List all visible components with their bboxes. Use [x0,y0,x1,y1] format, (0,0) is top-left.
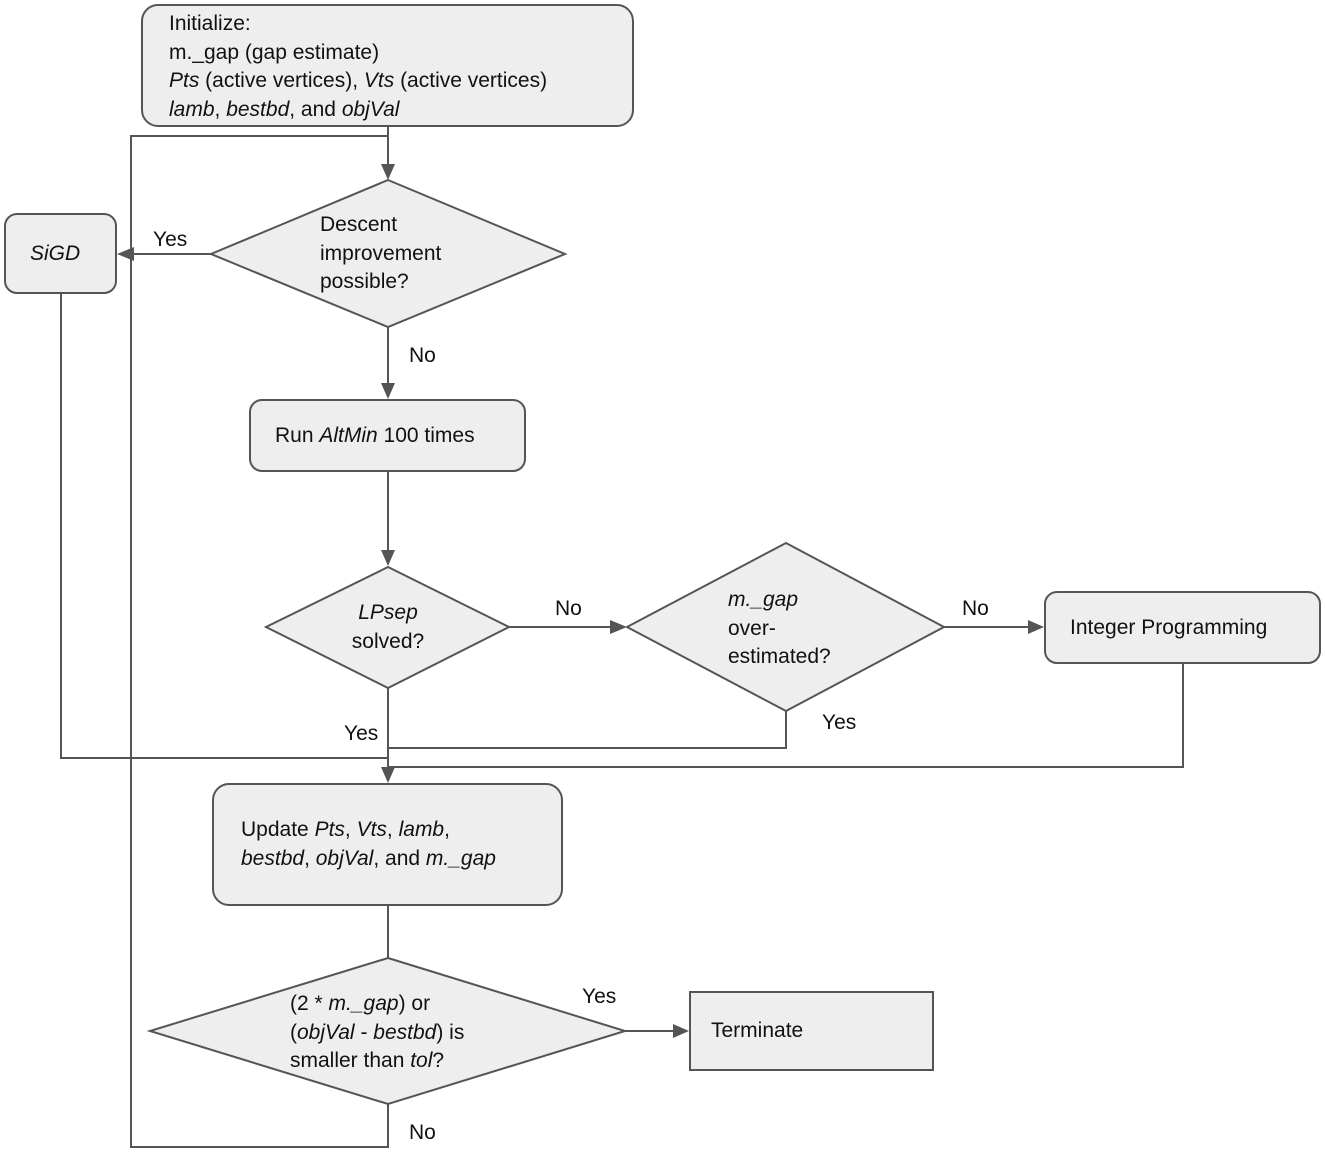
edge-label-check-yes: Yes [582,985,617,1008]
init-line-2: m._gap (gap estimate) [169,40,380,64]
arrowhead-gap [610,620,627,634]
init-line-4: lamb, bestbd, and objVal [169,97,400,121]
lpsep-line-2: solved? [351,629,425,653]
arrowhead-lpsep [381,550,395,566]
check-line-2: (objVal - bestbd) is [290,1020,465,1044]
arrowhead-sigd [117,247,134,261]
altmin-label: Run AltMin 100 times [275,424,475,447]
descent-line-2: improvement [320,241,442,265]
init-line-3: Pts (active vertices), Vts (active verti… [169,69,548,92]
edge-gap-yes [388,711,787,749]
edge-label-descent-no: No [409,344,436,367]
descent-line-3: possible? [320,270,409,293]
check-label: (2 * m._gap) or (objVal - bestbd) is sma… [290,990,464,1076]
edge-label-descent-yes: Yes [153,228,188,251]
edge-label-check-no: No [409,1121,436,1144]
arrowhead-terminate [673,1024,689,1038]
sigd-label: SiGD [30,242,81,265]
lpsep-label: LPsep solved? [328,599,448,656]
update-line-2: bestbd, objVal, and m._gap [241,846,496,870]
edge-sigd-return [60,293,388,759]
gap-line-1: m._gap [728,588,799,611]
arrowhead-altmin [381,383,395,399]
terminate-label: Terminate [711,1019,804,1042]
gap-line-2: over- [728,616,776,640]
update-label: Update Pts, Vts, lamb, bestbd, objVal, a… [241,816,496,873]
init-label: Initialize: m._gap (gap estimate) Pts (a… [169,10,547,124]
descent-line-1: Descent [320,213,398,236]
edge-label-gap-yes: Yes [822,711,857,734]
check-line-3: smaller than tol? [290,1049,445,1072]
init-line-1: Initialize: [169,12,251,35]
edge-check-no-loop [130,135,389,1148]
edge-label-lpsep-yes: Yes [344,722,379,745]
terminate-box [689,991,934,1071]
update-line-1: Update Pts, Vts, lamb, [241,818,450,841]
gap-label: m._gap over- estimated? [728,586,831,672]
arrowhead-descent [381,164,395,180]
arrowhead-update [381,767,395,783]
gap-line-3: estimated? [728,645,831,668]
descent-label: Descent improvement possible? [320,211,441,297]
edge-label-gap-no: No [962,597,989,620]
lpsep-line-1: LPsep [358,601,418,624]
check-line-1: (2 * m._gap) or [290,992,431,1015]
arrowhead-integer [1028,620,1044,634]
edge-integer-return [388,663,1184,768]
integer-programming-label: Integer Programming [1070,616,1268,639]
edge-label-lpsep-no: No [555,597,582,620]
